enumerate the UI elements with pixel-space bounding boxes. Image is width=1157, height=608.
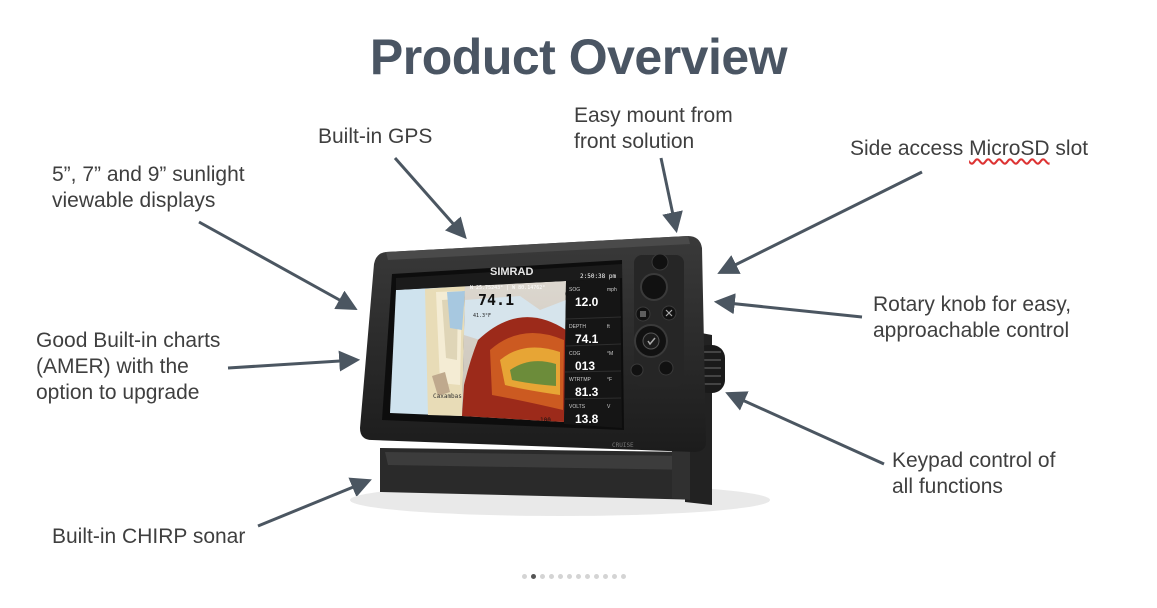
callout-microsd: Side access MicroSD slot <box>850 136 1088 162</box>
arrow-rotary <box>713 293 863 319</box>
keypad-cluster <box>630 253 684 387</box>
range-bottom: 100 <box>540 417 551 424</box>
arrow-displays <box>198 220 358 311</box>
model-label: CRUISE <box>612 442 634 449</box>
arrow-sonar <box>257 477 372 528</box>
data-panel <box>564 278 622 428</box>
panel-value: 74.1 <box>575 332 599 346</box>
panel-value: 13.8 <box>575 412 599 426</box>
panel-unit: ft <box>607 324 610 330</box>
arrow-microsd <box>717 170 923 274</box>
panel-label: VOLTS <box>569 404 586 410</box>
callout-charts: Good Built-in charts (AMER) with the opt… <box>36 329 221 404</box>
clock: 2:50:38 pm <box>580 273 617 280</box>
microsd-suffix: slot <box>1049 137 1089 160</box>
pagination-dot[interactable] <box>531 574 536 579</box>
arrow-gps <box>393 157 467 240</box>
pagination-dot[interactable] <box>594 574 599 579</box>
microsd-prefix: Side access <box>850 137 970 160</box>
brand-logo: SIMRAD <box>490 266 533 278</box>
pagination-dot[interactable] <box>612 574 617 579</box>
panel-value: 013 <box>575 359 595 373</box>
arrow-charts <box>227 350 361 372</box>
panel-unit: V <box>607 404 611 410</box>
coords: N 25.75243° | W 80.14762° <box>470 285 545 291</box>
pagination-dot[interactable] <box>567 574 572 579</box>
callout-keypad: Keypad control of all functions <box>892 449 1056 498</box>
pagination-dot[interactable] <box>585 574 590 579</box>
map-label: Caxambas <box>433 393 462 400</box>
callout-displays: 5”, 7” and 9” sunlight viewable displays <box>52 163 245 212</box>
pagination-dot[interactable] <box>540 574 545 579</box>
panel-label: COG <box>569 351 581 357</box>
pagination-dot[interactable] <box>522 574 527 579</box>
map-sublabel: 41.3°F <box>473 313 491 319</box>
pagination-dot[interactable] <box>549 574 554 579</box>
panel-unit: °F <box>607 377 612 383</box>
arrow-keypad <box>725 391 885 466</box>
callout-sonar: Built-in CHIRP sonar <box>52 525 246 548</box>
pagination-dot[interactable] <box>558 574 563 579</box>
panel-label: DEPTH <box>569 324 586 330</box>
depth-overlay: 74.1 <box>478 291 514 309</box>
microsd-word: MicroSD <box>969 137 1050 160</box>
panel-unit: mph <box>607 287 617 293</box>
panel-value: 81.3 <box>575 385 599 399</box>
pagination-dots[interactable] <box>522 574 626 579</box>
panel-label: SOG <box>569 287 580 293</box>
range-top: 0 <box>565 291 569 298</box>
panel-value: 12.0 <box>575 295 599 309</box>
callout-mount: Easy mount from front solution <box>574 104 733 153</box>
callout-rotary: Rotary knob for easy, approachable contr… <box>873 293 1072 342</box>
panel-label: WTRTMP <box>569 377 592 383</box>
panel-unit: °M <box>607 351 613 357</box>
page-title: Product Overview <box>369 29 788 85</box>
pagination-dot[interactable] <box>603 574 608 579</box>
pagination-dot[interactable] <box>621 574 626 579</box>
callout-gps: Built-in GPS <box>318 125 433 148</box>
pagination-dot[interactable] <box>576 574 581 579</box>
arrow-mount <box>659 157 683 234</box>
